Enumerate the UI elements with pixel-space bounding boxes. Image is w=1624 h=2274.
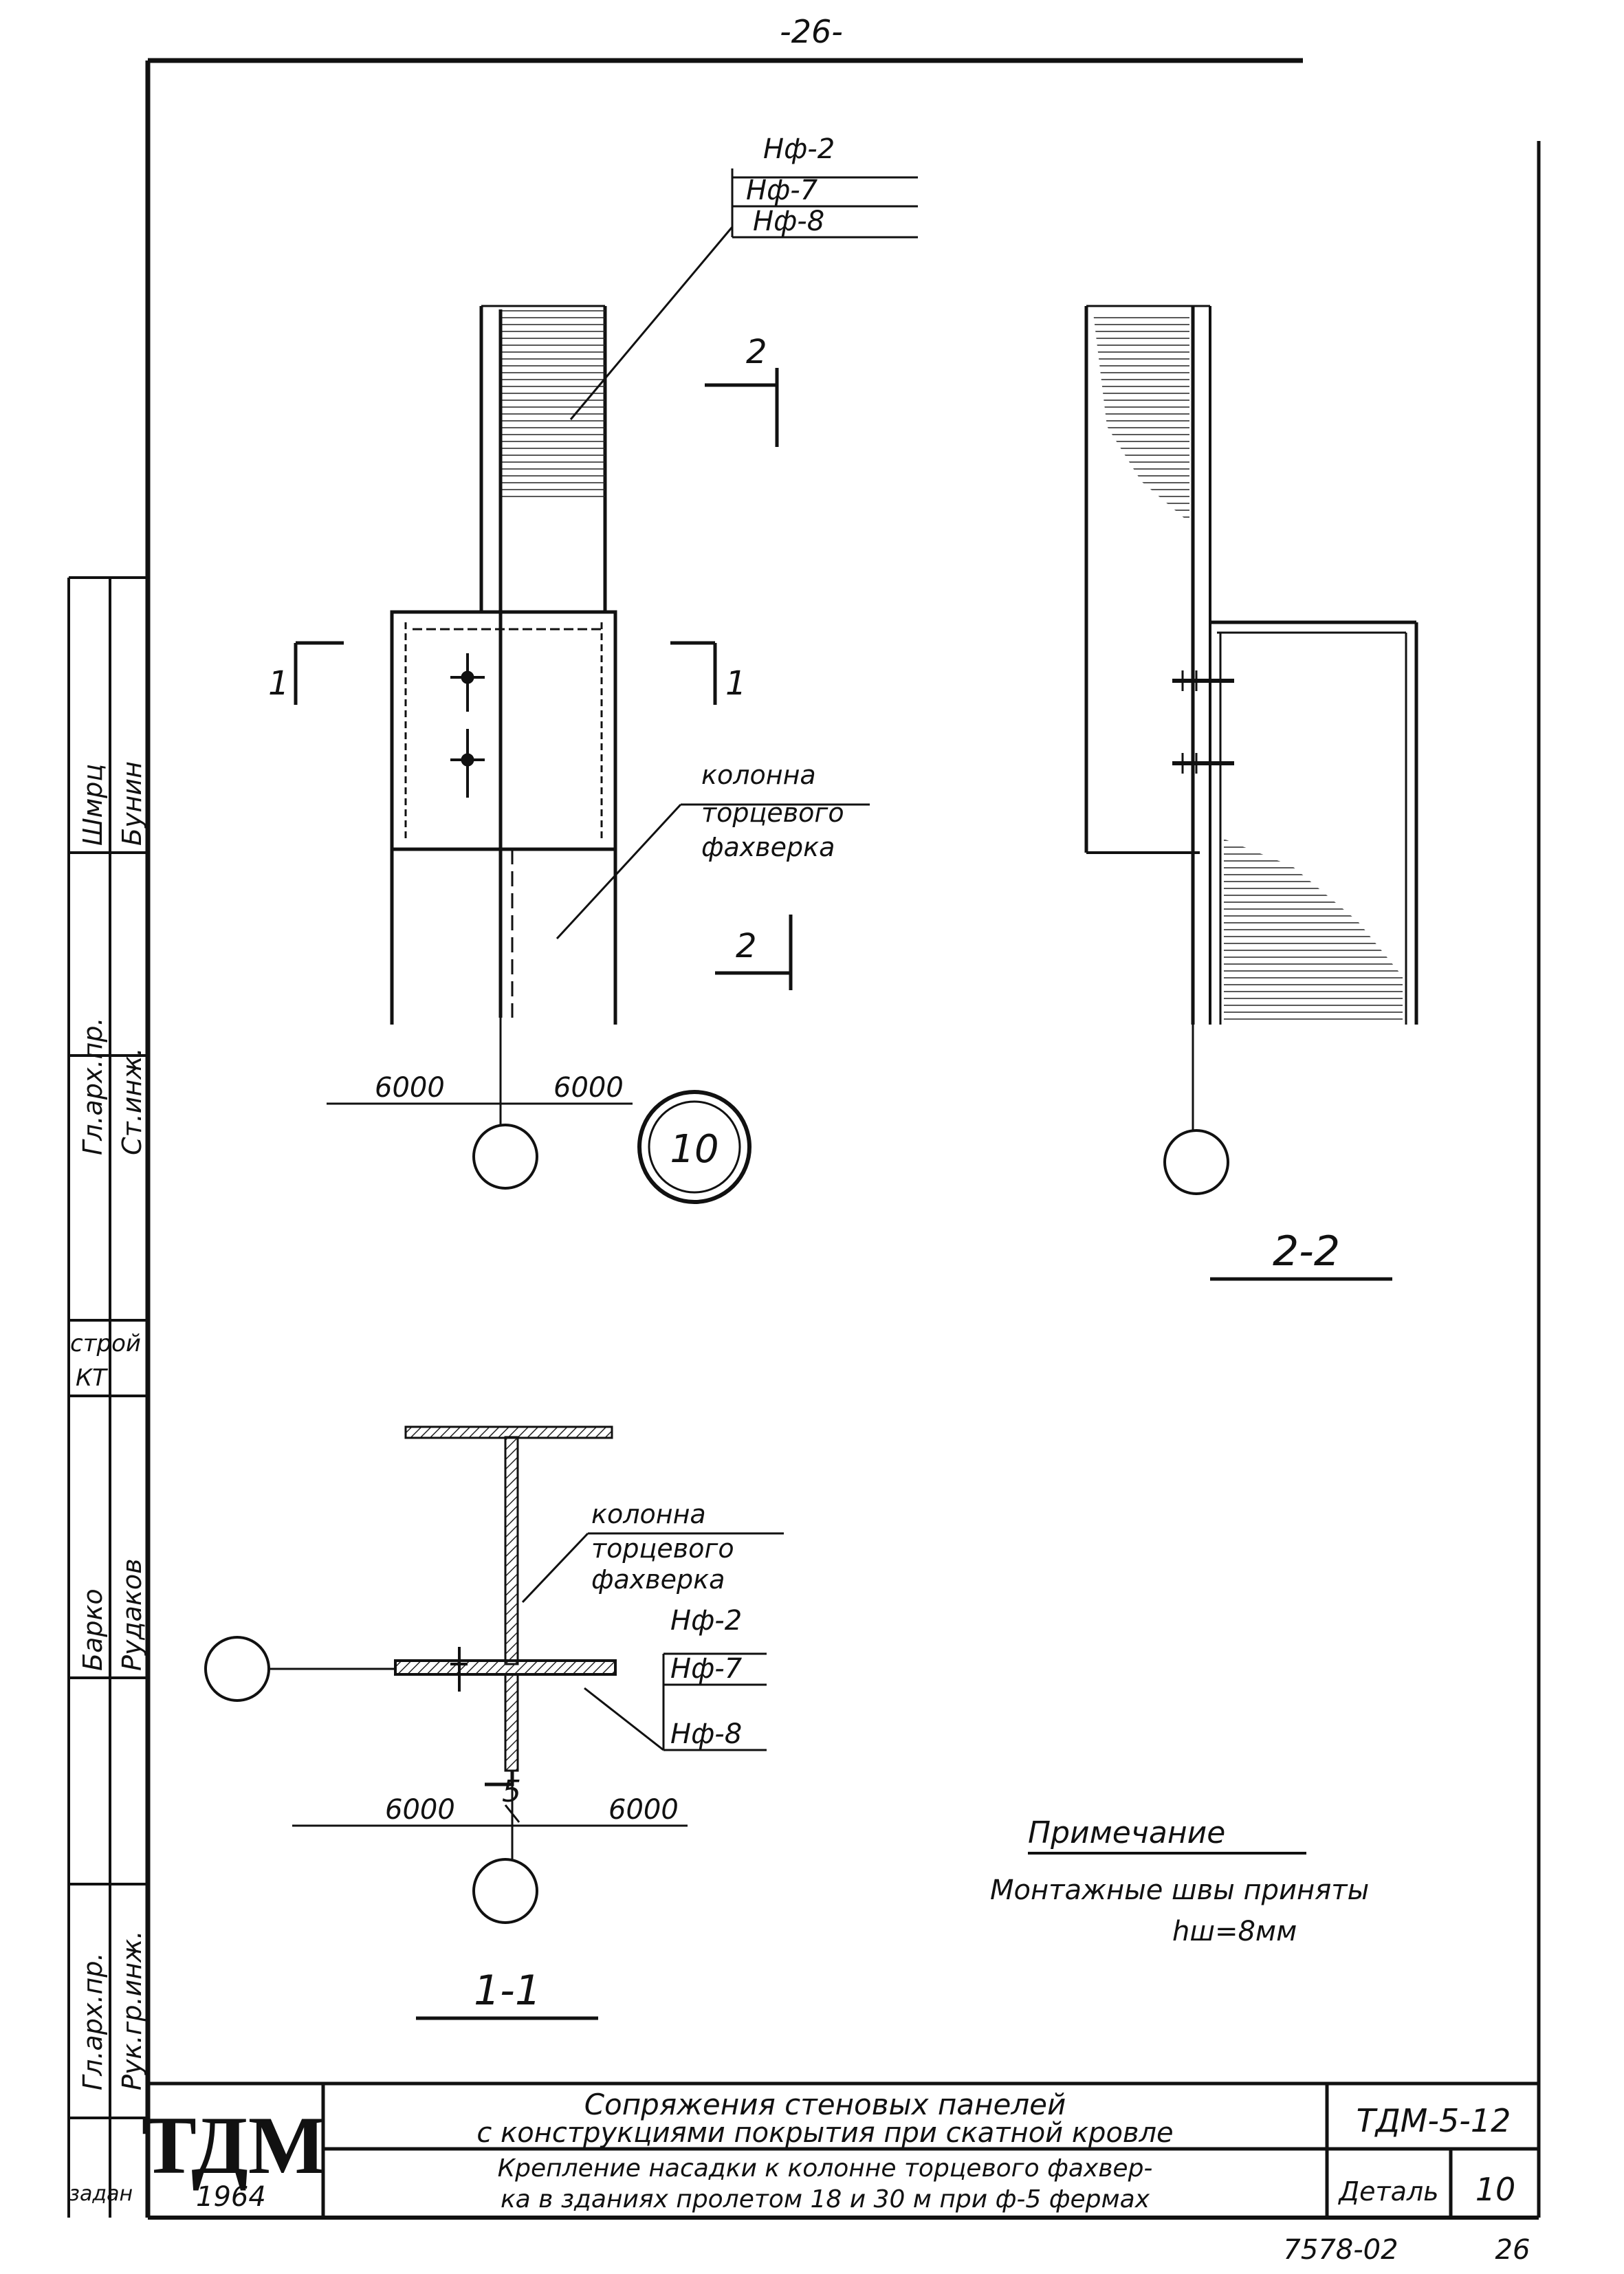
axis-marker-left <box>472 1124 538 1190</box>
subtitle-line-1: Крепление насадки к колонне торцевого фа… <box>498 2154 1153 2183</box>
dim-left: 6000 <box>375 1072 445 1104</box>
section-1-1-view <box>204 1425 784 2020</box>
s11-column-label-1: колонна <box>591 1499 706 1529</box>
year: 1964 <box>196 2181 266 2213</box>
s11-callout-nf2: Нф-2 <box>670 1605 742 1637</box>
stamp-fragment-1: строй <box>70 1330 141 1357</box>
axis-marker-2-2 <box>1163 1129 1229 1195</box>
stamp-name-3: Баркo <box>78 1588 108 1671</box>
title-line-2: с конструкциями покрытия при скатной кро… <box>476 2117 1173 2149</box>
weld-mark: 5 <box>502 1774 521 1809</box>
page-number: -26- <box>780 13 843 50</box>
stamp-name-2: Бунин <box>117 761 147 846</box>
title-line-1: Сопряжения стеновых панелей <box>584 2088 1066 2121</box>
axis-marker-1-1 <box>472 1858 538 1924</box>
dim-right: 6000 <box>553 1072 624 1104</box>
section-2-2-view <box>1084 305 1418 1281</box>
column-label-2: торцевого <box>701 798 844 828</box>
section-2-2-title: 2-2 <box>1273 1227 1340 1276</box>
s11-dim-left: 6000 <box>385 1794 455 1826</box>
s11-column-label-2: торцевого <box>591 1533 734 1564</box>
note-line-2: hш=8мм <box>1172 1916 1297 1947</box>
note-line-1: Монтажные швы приняты <box>990 1874 1369 1906</box>
elevation-view <box>294 168 918 1204</box>
sheet-label: Деталь <box>1337 2176 1438 2207</box>
stamp-fragment-2: КТ <box>76 1364 108 1392</box>
s11-callout-nf8: Нф-8 <box>670 1718 742 1750</box>
section-mark-1-right: 1 <box>725 664 747 703</box>
s11-dim-right: 6000 <box>608 1794 679 1826</box>
stamp-role-3: Гл.арх.пр. <box>78 1952 108 2090</box>
column-label-1: колонна <box>701 760 816 790</box>
s11-column-label-3: фахверка <box>591 1564 725 1595</box>
callout-nf7: Нф-7 <box>746 175 818 206</box>
stamp-role-2: Ст.инж. <box>117 1047 147 1155</box>
section-1-1-title: 1-1 <box>474 1967 541 2015</box>
column-label-3: фахверка <box>701 832 835 862</box>
detail-circle <box>637 1090 751 1204</box>
stamp-name-4: Рудаков <box>117 1558 147 1671</box>
stamp-role-4: Рук.гр.инж. <box>117 1931 147 2090</box>
note-heading: Примечание <box>1028 1815 1225 1850</box>
callout-nf8: Нф-8 <box>753 206 824 237</box>
s11-callout-nf7: Нф-7 <box>670 1653 743 1685</box>
stamp-name-1: Шмрц <box>78 764 108 846</box>
footer-code: 7578-02 <box>1283 2234 1398 2266</box>
series-code: ТДМ-5-12 <box>1357 2102 1511 2139</box>
section-mark-1-left: 1 <box>268 664 289 703</box>
title-block <box>148 2081 1539 2220</box>
detail-number: 10 <box>670 1127 718 1172</box>
stamp-fragment-3: задан <box>69 2182 133 2206</box>
section-mark-2-top: 2 <box>746 333 767 371</box>
stamp-role-1: Гл.арх.пр. <box>78 1017 108 1155</box>
section-mark-2-bottom: 2 <box>736 927 757 965</box>
callout-nf2: Нф-2 <box>763 133 835 165</box>
subtitle-line-2: ка в зданиях пролетом 18 и 30 м при ф-5 … <box>501 2185 1150 2213</box>
side-stamp <box>67 576 148 2218</box>
sheet-number: 10 <box>1475 2171 1516 2208</box>
axis-marker-1-1-left <box>204 1636 270 1702</box>
logo: ТДМ <box>142 2099 326 2191</box>
footer-page: 26 <box>1495 2234 1530 2266</box>
